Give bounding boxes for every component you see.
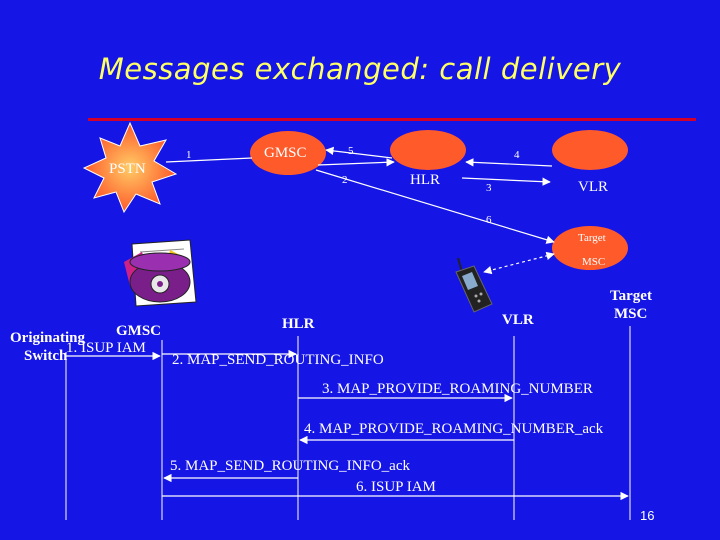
message-2: 2. MAP_SEND_ROUTING_INFO <box>172 352 384 368</box>
link-2-number: 2 <box>342 174 348 186</box>
link-5-number: 5 <box>348 145 354 157</box>
target-msc-node <box>552 226 628 270</box>
link-3-number: 3 <box>486 182 492 194</box>
header-originating-switch-2: Switch <box>24 348 67 365</box>
message-6: 6. ISUP IAM <box>356 479 436 495</box>
vlr-node <box>552 130 628 170</box>
header-target-msc-2: MSC <box>614 306 648 322</box>
header-hlr: HLR <box>282 316 315 332</box>
link-4 <box>465 158 553 167</box>
link-3 <box>461 177 551 186</box>
radio-link <box>483 251 555 275</box>
hlr-node-label: HLR <box>410 172 440 188</box>
pstn-label: PSTN <box>109 161 146 177</box>
gmsc-node-label: GMSC <box>264 145 307 161</box>
slide-title: Messages exchanged: call delivery <box>98 52 622 86</box>
link-4-number: 4 <box>514 149 520 161</box>
gmsc-node <box>250 131 326 175</box>
hlr-node <box>390 130 466 170</box>
message-1: 1. ISUP IAM <box>66 340 146 356</box>
mobile-phone-icon <box>455 257 493 313</box>
message-3: 3. MAP_PROVIDE_ROAMING_NUMBER <box>322 381 593 397</box>
link-6-number: 6 <box>486 214 492 226</box>
message-4: 4. MAP_PROVIDE_ROAMING_NUMBER_ack <box>304 421 604 437</box>
link-1-number: 1 <box>186 149 192 161</box>
message-5: 5. MAP_SEND_ROUTING_INFO_ack <box>170 458 410 474</box>
header-gmsc: GMSC <box>116 323 161 339</box>
header-originating-line1: Originating <box>10 330 86 346</box>
title-underline <box>88 118 696 121</box>
link-2 <box>317 158 395 167</box>
header-originating-line2: Switch <box>24 348 68 364</box>
header-target-msc-1: Target <box>610 288 652 304</box>
header-originating-switch: Originating <box>10 330 85 347</box>
vlr-node-label: VLR <box>578 179 608 195</box>
link-5 <box>325 146 393 159</box>
target-msc-label-2: MSC <box>582 256 606 268</box>
link-6 <box>315 169 555 244</box>
target-msc-label-1: Target <box>578 232 606 244</box>
header-vlr: VLR <box>502 312 534 328</box>
page-number: 16 <box>640 508 655 523</box>
link-1 <box>165 157 253 163</box>
pstn-burst <box>82 121 178 214</box>
desk-phone-icon <box>124 239 197 307</box>
